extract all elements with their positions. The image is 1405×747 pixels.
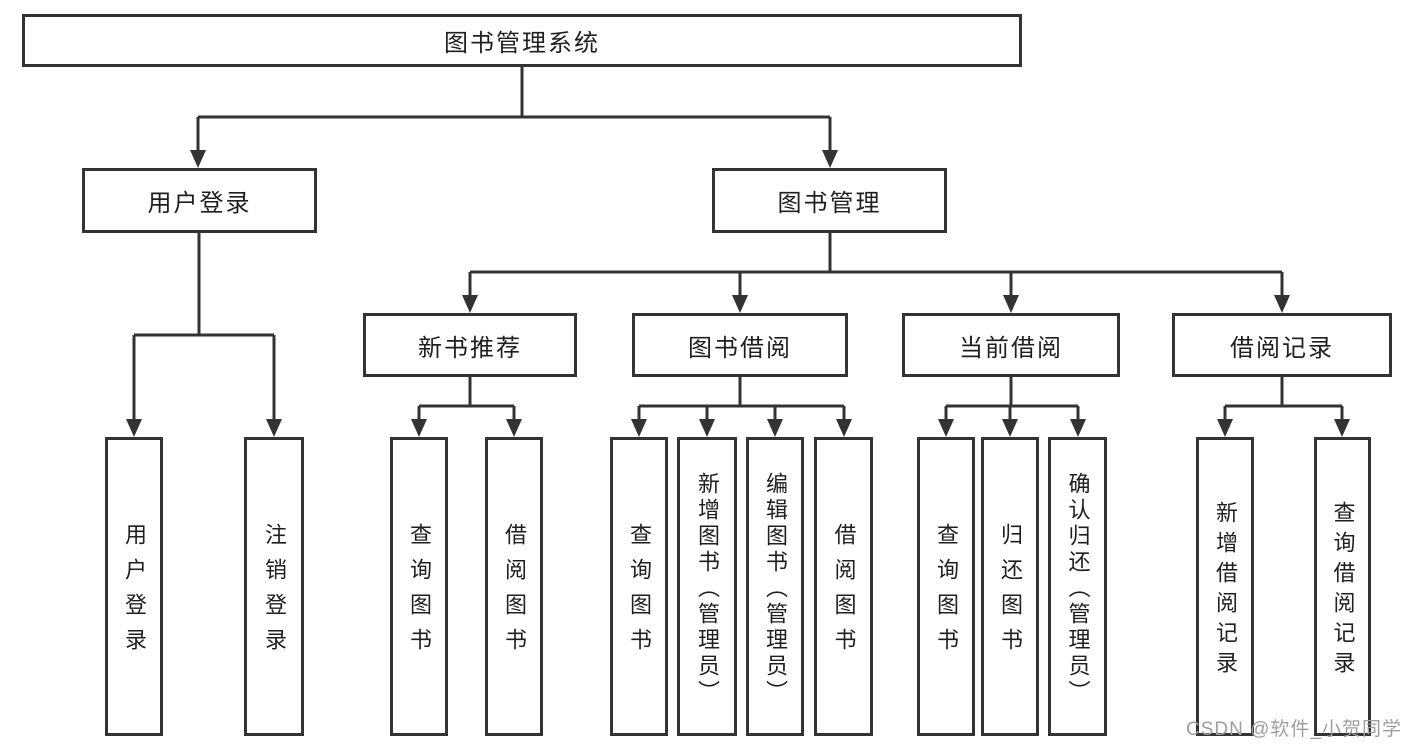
leaf-user-login: 用户登录 (105, 437, 163, 736)
leaf-label: 新增图书（管理员） (695, 471, 720, 706)
node-book-management: 图书管理 (712, 168, 947, 233)
node-user-login: 用户登录 (82, 168, 317, 233)
leaf-label: 查询图书 (934, 523, 959, 663)
node-root: 图书管理系统 (22, 14, 1022, 67)
leaf-add-book-admin: 新增图书（管理员） (677, 437, 737, 736)
node-new-book-recommend: 新书推荐 (363, 313, 577, 377)
leaf-label: 注销登录 (262, 523, 287, 663)
leaf-borrow-book-2: 借阅图书 (814, 437, 873, 736)
leaf-add-borrow-record: 新增借阅记录 (1196, 437, 1254, 736)
node-book-borrow: 图书借阅 (632, 313, 848, 377)
leaf-edit-book-admin: 编辑图书（管理员） (746, 437, 804, 736)
leaf-label: 查询图书 (407, 523, 432, 663)
leaf-label: 借阅图书 (502, 523, 527, 663)
node-borrow-records: 借阅记录 (1172, 313, 1392, 377)
leaf-label: 借阅图书 (831, 523, 857, 663)
leaf-label: 确认归还（管理员） (1065, 471, 1091, 706)
leaf-label: 查询图书 (627, 523, 652, 663)
leaf-return-book: 归还图书 (981, 437, 1039, 736)
leaf-label: 归还图书 (998, 523, 1023, 663)
leaf-label: 新增借阅记录 (1213, 500, 1238, 681)
leaf-query-book-3: 查询图书 (917, 437, 975, 736)
leaf-confirm-return-admin: 确认归还（管理员） (1048, 437, 1107, 736)
leaf-label: 用户登录 (122, 523, 147, 663)
leaf-borrow-book-1: 借阅图书 (485, 437, 543, 736)
leaf-label: 编辑图书（管理员） (763, 471, 788, 706)
leaf-logout: 注销登录 (244, 437, 304, 736)
leaf-label: 查询借阅记录 (1330, 500, 1356, 681)
leaf-query-book-2: 查询图书 (610, 437, 668, 736)
leaf-query-book-1: 查询图书 (390, 437, 448, 736)
node-current-borrow: 当前借阅 (902, 313, 1120, 377)
leaf-query-borrow-record: 查询借阅记录 (1314, 437, 1371, 736)
csdn-watermark: CSDN @软件_小贺同学 (1186, 719, 1402, 740)
